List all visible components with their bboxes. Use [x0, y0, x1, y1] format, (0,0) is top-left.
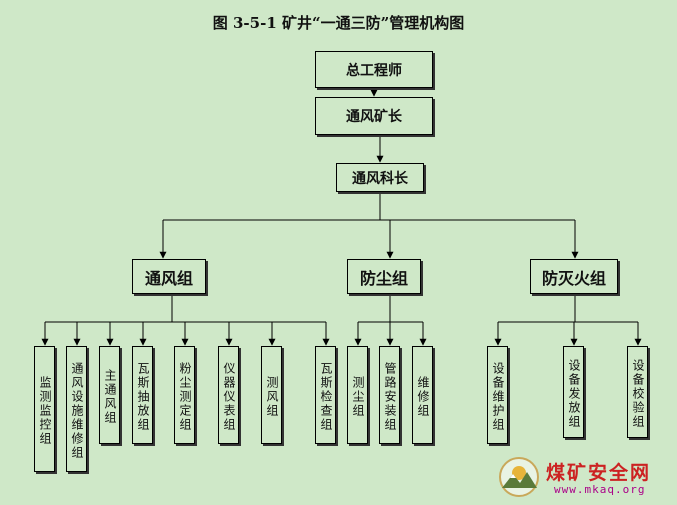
chart-title: 图 3-5-1 矿井“一通三防”管理机构图 [212, 14, 465, 32]
watermark-url: www.mkaq.org [554, 483, 646, 496]
group-dust-box: 防尘组 [347, 259, 421, 294]
leaf-repair: 维修组 [412, 346, 433, 444]
watermark-text: 煤矿安全网 [546, 462, 652, 484]
leaf-monitoring: 监测监控组 [34, 346, 55, 472]
leaf-dust-testing: 测尘组 [347, 346, 368, 444]
mountain-sun-icon [499, 457, 539, 497]
chief-engineer-box: 总工程师 [315, 51, 433, 88]
watermark-logo: 煤矿安全网 www.mkaq.org [498, 456, 668, 498]
group-fire-box: 防灭火组 [530, 259, 618, 294]
leaf-instruments: 仪器仪表组 [218, 346, 239, 444]
leaf-equipment-calibration: 设备校验组 [627, 346, 648, 438]
leaf-pipeline-install: 管路安装组 [379, 346, 400, 444]
leaf-dust-measurement: 粉尘测定组 [174, 346, 195, 444]
group-ventilation-box: 通风组 [132, 259, 206, 294]
leaf-equipment-maintenance: 设备维护组 [487, 346, 508, 444]
leaf-wind-measurement: 测风组 [261, 346, 282, 444]
ventilation-chief-box: 通风科长 [336, 163, 424, 192]
ventilation-director-box: 通风矿长 [315, 97, 433, 135]
leaf-gas-drainage: 瓦斯抽放组 [132, 346, 153, 444]
leaf-equipment-issue: 设备发放组 [563, 346, 584, 438]
leaf-main-ventilation: 主通风组 [99, 346, 120, 444]
leaf-gas-inspection: 瓦斯检查组 [315, 346, 336, 444]
leaf-facility-maintenance: 通风设施维修组 [66, 346, 87, 472]
